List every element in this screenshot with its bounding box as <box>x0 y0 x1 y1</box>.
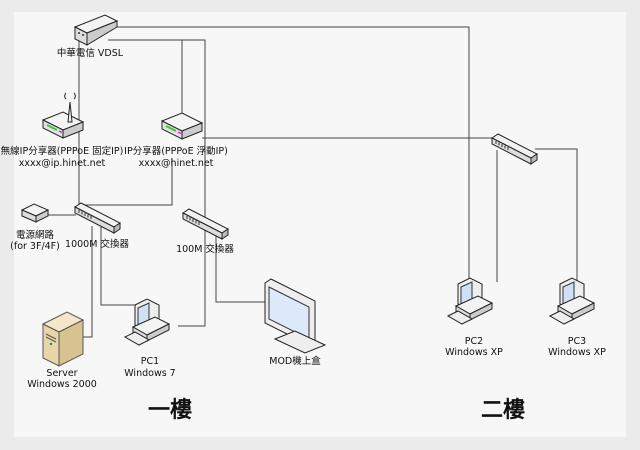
pc3-label: PC3 <box>568 336 586 347</box>
link-switch100-mod <box>215 230 268 303</box>
mod-monitor-icon <box>264 278 327 354</box>
pc2-os: Windows XP <box>445 347 503 358</box>
powerline-note: (for 3F/4F) <box>10 241 60 252</box>
link-switch1000-server <box>83 226 93 338</box>
pc3-os: Windows XP <box>548 347 606 358</box>
powerline-adapter-icon <box>20 203 50 223</box>
wireless-router-label: 無線IP分享器(PPPoE 固定IP) <box>1 145 124 157</box>
pc2-label: PC2 <box>465 336 483 347</box>
pc1-label: PC1 <box>141 356 159 367</box>
ip-router-account: xxxx@hinet.net <box>139 158 214 169</box>
link-vdsl-pc1 <box>178 39 206 327</box>
switch-100m-label: 100M 交換器 <box>176 243 234 255</box>
wireless-router-account: xxxx@ip.hinet.net <box>19 158 106 169</box>
wireless-router-icon <box>42 92 84 139</box>
pc1-os: Windows 7 <box>124 368 175 379</box>
link-switch1000-pc1 <box>100 226 145 306</box>
powerline-label: 電源網路 <box>16 229 55 241</box>
server-label: Server <box>46 368 77 379</box>
server-os: Windows 2000 <box>27 379 97 390</box>
vdsl-label: 中華電信 VDSL <box>57 47 124 59</box>
link-vdsl-pc2 <box>112 26 470 282</box>
second-floor-label: 二樓 <box>481 398 525 423</box>
ip-router-label: IP分享器(PPPoE 浮動IP) <box>124 145 228 157</box>
first-floor-label: 一樓 <box>148 398 192 423</box>
link-switch2f-pc3 <box>535 148 578 282</box>
mod-label: MOD機上盒 <box>269 355 321 367</box>
server-icon <box>41 311 85 367</box>
switch-1000m-label: 1000M 交換器 <box>65 238 129 250</box>
vdsl-modem-icon <box>73 14 119 46</box>
link-iprouter-switch1000 <box>80 158 173 206</box>
